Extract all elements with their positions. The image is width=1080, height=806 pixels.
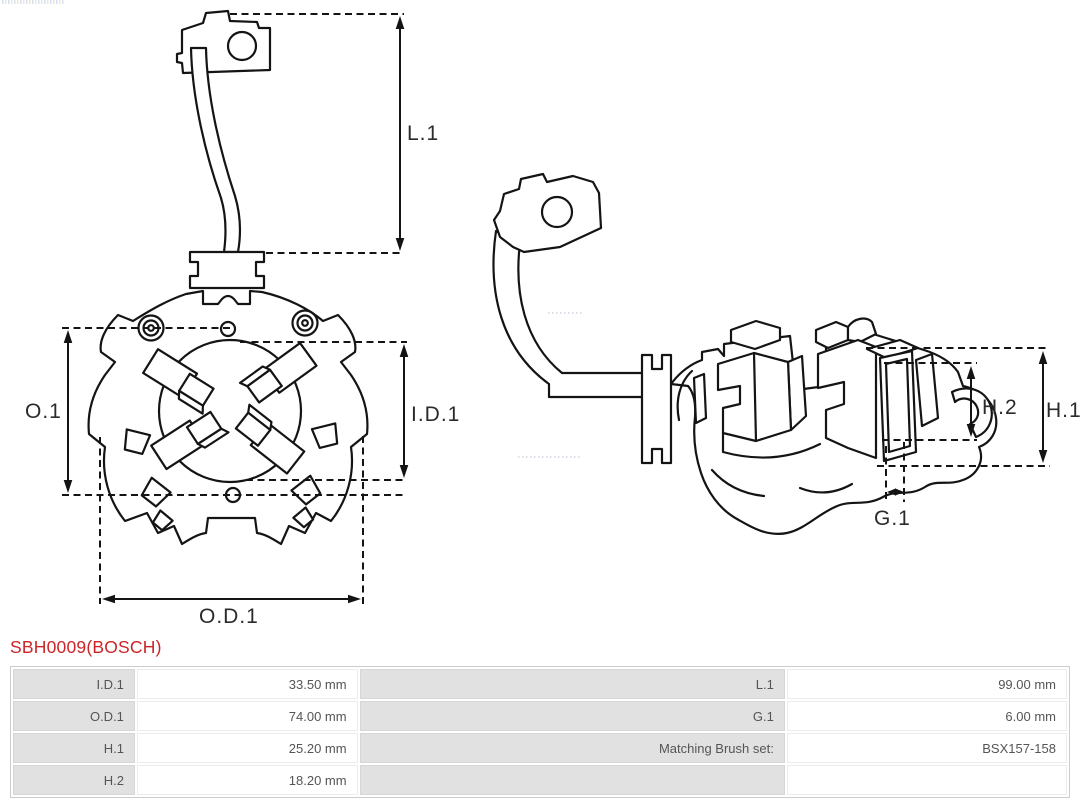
spec-label: I.D.1	[13, 669, 135, 699]
front-inner-bore	[157, 338, 303, 484]
side-inner-curl	[676, 369, 694, 422]
page-title: SBH0009(BOSCH)	[10, 637, 162, 657]
dimension-g1-label: G.1	[874, 507, 911, 530]
mount-tab	[151, 509, 174, 532]
spec-label: H.1	[13, 733, 135, 763]
dimension-h1-label: H.1	[1046, 399, 1080, 422]
side-brush-box-a	[716, 319, 808, 443]
side-plate-edge	[710, 468, 766, 498]
brush-slot-inner	[884, 357, 912, 454]
spec-value	[786, 765, 1067, 795]
dimension-od1: O.D.1	[99, 436, 364, 628]
front-view-drawing: L.1 O.1 I.D.1 O.D.1	[25, 9, 460, 628]
spec-value: 18.20 mm	[136, 765, 358, 795]
spec-value: 25.20 mm	[136, 733, 358, 763]
spec-value: BSX157-158	[786, 733, 1067, 763]
side-view-drawing: H.1 H.2 G.1	[492, 172, 1080, 535]
spec-label: Matching Brush set:	[359, 733, 785, 763]
front-lead-wire	[189, 46, 242, 254]
dimension-id1: I.D.1	[240, 341, 460, 481]
dimension-id1-label: I.D.1	[411, 403, 460, 426]
dimension-l1: L.1	[230, 13, 439, 254]
spec-table: I.D.1 33.50 mm L.1 99.00 mm O.D.1 74.00 …	[10, 666, 1070, 798]
dimension-g1: G.1	[874, 442, 911, 530]
mount-tab	[140, 476, 172, 508]
mount-tab	[310, 422, 339, 449]
front-terminal-hole	[226, 30, 258, 62]
side-plate-edge	[798, 482, 854, 494]
mount-tab	[292, 506, 315, 529]
dimension-h2-label: H.2	[982, 396, 1018, 419]
spec-label: H.2	[13, 765, 135, 795]
technical-drawing: L.1 O.1 I.D.1 O.D.1	[25, 9, 1080, 628]
side-connector-block	[640, 353, 673, 465]
brush-box-lower-left	[150, 410, 230, 471]
spec-value: 99.00 mm	[786, 669, 1067, 699]
table-row: I.D.1 33.50 mm L.1 99.00 mm	[13, 669, 1067, 699]
dimension-h2: H.2	[882, 362, 1018, 441]
dimension-h1: H.1	[866, 347, 1080, 467]
screw-hole-right	[291, 309, 319, 337]
table-row: H.1 25.20 mm Matching Brush set: BSX157-…	[13, 733, 1067, 763]
scan-artifact-strip	[2, 0, 64, 4]
side-lead-wire	[492, 229, 650, 399]
dimension-l1-label: L.1	[407, 122, 439, 145]
spec-label	[359, 765, 785, 795]
side-plate-edge	[721, 431, 822, 459]
table-row: H.2 18.20 mm	[13, 765, 1067, 795]
side-slot-plate	[692, 372, 708, 425]
dimension-od1-label: O.D.1	[199, 605, 259, 628]
spec-label: L.1	[359, 669, 785, 699]
spec-value: 74.00 mm	[136, 701, 358, 731]
spec-value: 6.00 mm	[786, 701, 1067, 731]
spec-label: O.D.1	[13, 701, 135, 731]
side-terminal-hole	[540, 195, 574, 229]
brush-box-upper-right	[238, 341, 318, 404]
mount-tab	[123, 428, 152, 455]
table-row: O.D.1 74.00 mm G.1 6.00 mm	[13, 701, 1067, 731]
spec-label: G.1	[359, 701, 785, 731]
dimension-o1: O.1	[25, 327, 407, 496]
brush-box-lower-right	[234, 403, 306, 475]
brush-box-upper-left	[142, 348, 215, 415]
side-brush-box-b	[814, 317, 940, 463]
dimension-o1-label: O.1	[25, 400, 62, 423]
front-connector-block	[188, 250, 266, 290]
spec-value: 33.50 mm	[136, 669, 358, 699]
